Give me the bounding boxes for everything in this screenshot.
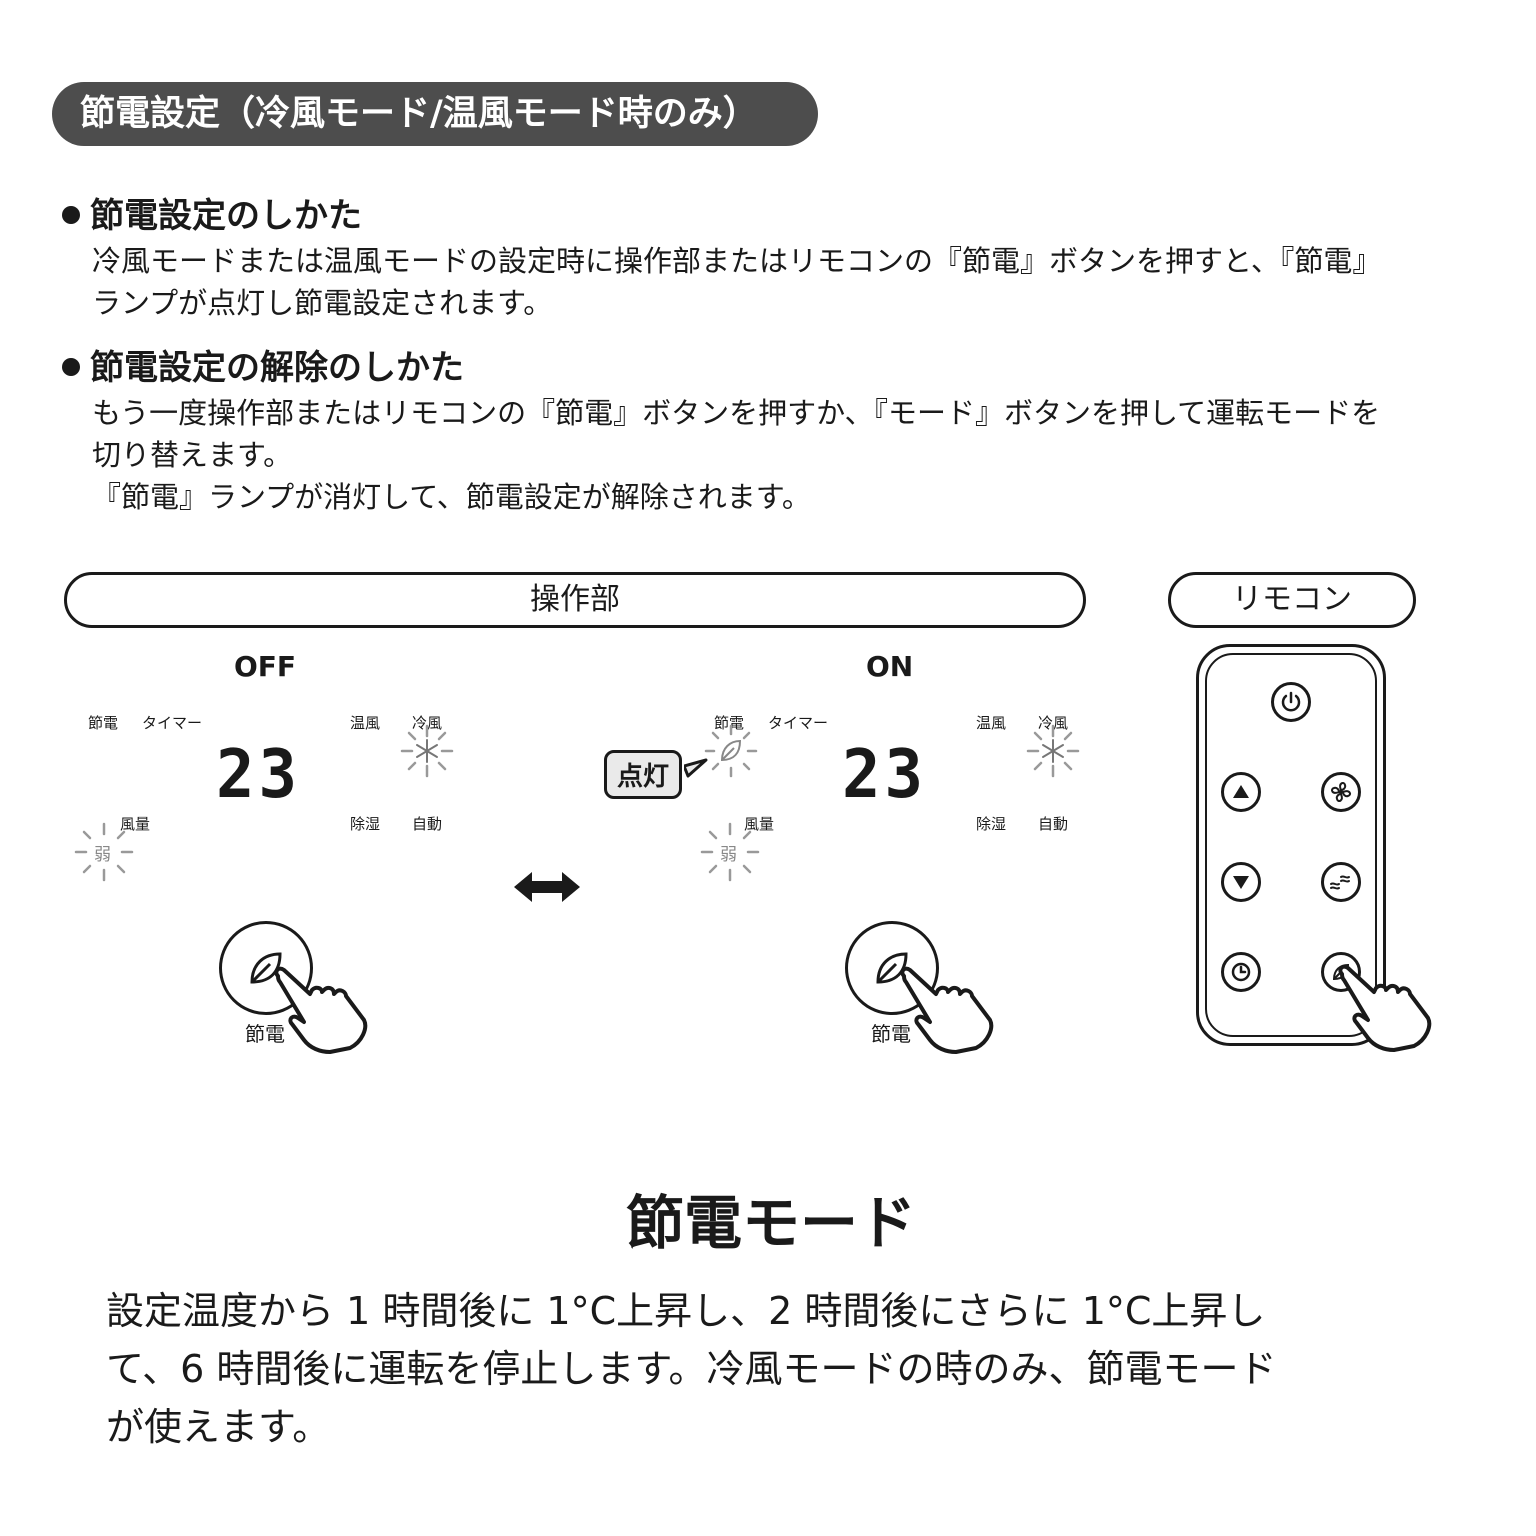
section-heading-how-to-cancel: 節電設定の解除のしかた [62,340,464,389]
cool-air-label: 冷風 [1038,714,1069,732]
remote-down-button[interactable] [1221,862,1261,902]
section1-line: 冷風モードまたは温風モードの設定時に操作部またはリモコンの『節電』ボタンを押すと… [92,244,1382,278]
description-line: て、6 時間後に運転を停止します。冷風モードの時のみ、節電モード [106,1347,1277,1391]
temperature-display: 23 [216,736,302,814]
leaf-icon [250,952,282,984]
fan-volume-label: 風量 [744,815,775,833]
dehumidify-label: 除湿 [350,815,381,833]
auto-label: 自動 [412,815,443,833]
description-line: 設定温度から 1 時間後に 1°C上昇し、2 時間後にさらに 1°C上昇し [106,1289,1266,1333]
cool-air-label: 冷風 [412,714,443,732]
remote-inner-border [1205,653,1377,1037]
down-arrow-icon [1233,876,1249,889]
weak-label: 弱 [94,845,111,865]
setsuden-button-label-on: 節電 [871,1022,911,1046]
cool-lit-snowflake-icon [1024,722,1082,784]
pointing-hand-icon [1334,960,1434,1056]
on-state-label: ON [866,650,914,683]
bullet-icon [62,205,80,224]
dehumidify-label: 除湿 [976,815,1007,833]
off-state-label: OFF [234,650,297,683]
section2-body: もう一度操作部またはリモコンの『節電』ボタンを押すか、『モード』ボタンを押して運… [92,392,1380,518]
setsuden-button-label-off: 節電 [245,1022,285,1046]
section2-line: 切り替えます。 [92,438,293,472]
fan-icon [1330,781,1352,803]
section2-line: もう一度操作部またはリモコンの『節電』ボタンを押すか、『モード』ボタンを押して運… [92,396,1381,430]
section2-heading: 節電設定の解除のしかた [90,348,464,388]
power-icon [1281,691,1301,712]
energy-saving-mode-title: 節電モード [626,1189,917,1257]
temperature-display: 23 [842,736,928,814]
bullet-icon [62,357,80,376]
warm-air-label: 温風 [976,714,1007,732]
callout-pointer [682,758,708,786]
energy-saving-mode-description: 設定温度から 1 時間後に 1°C上昇し、2 時間後にさらに 1°C上昇し て、… [106,1282,1277,1456]
remote-fan-button[interactable] [1321,772,1361,812]
section1-heading: 節電設定のしかた [90,196,362,236]
description-line: が使えます。 [106,1405,331,1449]
lit-callout: 点灯 [604,750,683,799]
pointing-hand-icon [896,962,996,1058]
setsuden-indicator-label: 節電 [88,714,119,732]
remote-timer-button[interactable] [1221,952,1261,992]
leaf-icon [876,952,908,984]
section-heading-how-to-set: 節電設定のしかた [62,188,362,237]
page-title: 節電設定（冷風モード/温風モード時のみ） [52,82,818,146]
setsuden-button-off[interactable] [219,921,313,1015]
remote-up-button[interactable] [1221,772,1261,812]
setsuden-lit-leaf-icon [702,722,760,784]
pointing-hand-icon [270,962,370,1058]
timer-clock-icon [1231,962,1251,982]
up-arrow-icon [1233,785,1249,798]
toggle-arrow-icon [512,868,582,910]
remote-label: リモコン [1168,572,1416,628]
wind-mode-icon [1330,875,1350,890]
cool-lit-snowflake-icon [398,722,456,784]
warm-air-label: 温風 [350,714,381,732]
section2-line: 『節電』ランプが消灯して、節電設定が解除されます。 [92,480,811,514]
auto-label: 自動 [1038,815,1069,833]
timer-indicator-label: タイマー [768,714,829,732]
weak-label: 弱 [720,845,737,865]
section1-body: 冷風モードまたは温風モードの設定時に操作部またはリモコンの『節電』ボタンを押すと… [92,240,1381,324]
section1-line: ランプが点灯し節電設定されます。 [92,286,553,320]
remote-power-button[interactable] [1271,682,1311,722]
remote-mode-button[interactable] [1321,862,1361,902]
weak-lit-indicator: 弱 [74,822,134,882]
fan-volume-label: 風量 [120,815,151,833]
weak-lit-indicator: 弱 [700,822,760,882]
setsuden-indicator-label: 節電 [714,714,745,732]
control-panel-label: 操作部 [64,572,1086,628]
timer-indicator-label: タイマー [142,714,203,732]
